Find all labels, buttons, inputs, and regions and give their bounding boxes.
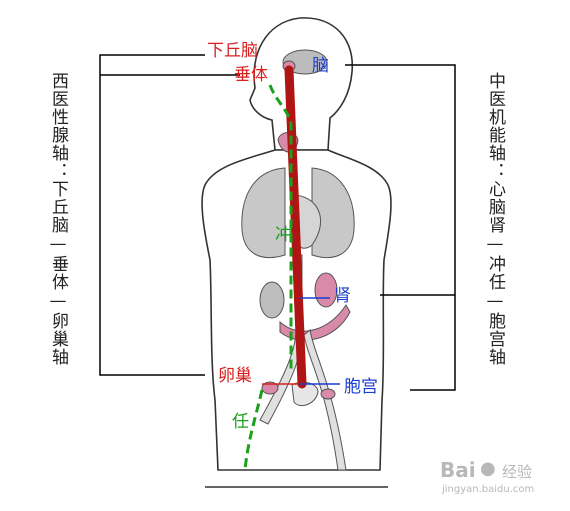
- right-axis-caption: 中医机能轴：心脑肾—冲任—胞宫轴: [485, 72, 505, 366]
- ren-label: 任: [232, 412, 249, 432]
- ren-meridian-lower: [243, 389, 264, 471]
- right-ovary: [320, 388, 336, 400]
- hypothalamus-label: 下丘脑: [207, 41, 258, 61]
- pointer-lines: [300, 297, 340, 385]
- left-bracket: [99, 54, 240, 376]
- watermark-brand: Bai: [440, 458, 476, 482]
- right-bracket: [345, 64, 456, 391]
- left-axis-caption: 西医性腺轴：下丘脑—垂体—卵巢轴: [48, 72, 68, 366]
- left-kidney: [259, 281, 285, 319]
- pituitary-label: 垂体: [234, 65, 268, 85]
- brain-label: 脑: [312, 56, 329, 76]
- iliac-vessel: [303, 329, 347, 471]
- chong-ren-meridian: [268, 84, 293, 370]
- uterus-label: 胞宫: [344, 377, 378, 397]
- baidu-watermark: Bai ● 经验 jingyan.baidu.com: [440, 458, 560, 502]
- right-lung: [311, 167, 355, 259]
- ovary-label: 卵巢: [218, 366, 252, 386]
- paw-icon: ●: [480, 458, 496, 479]
- left-ovary: [261, 381, 279, 395]
- chong-label: 冲: [275, 225, 292, 245]
- watermark-suffix: 经验: [502, 463, 533, 481]
- watermark-url: jingyan.baidu.com: [442, 484, 535, 495]
- kidney-label: 肾: [334, 286, 351, 306]
- left-lung: [241, 167, 286, 259]
